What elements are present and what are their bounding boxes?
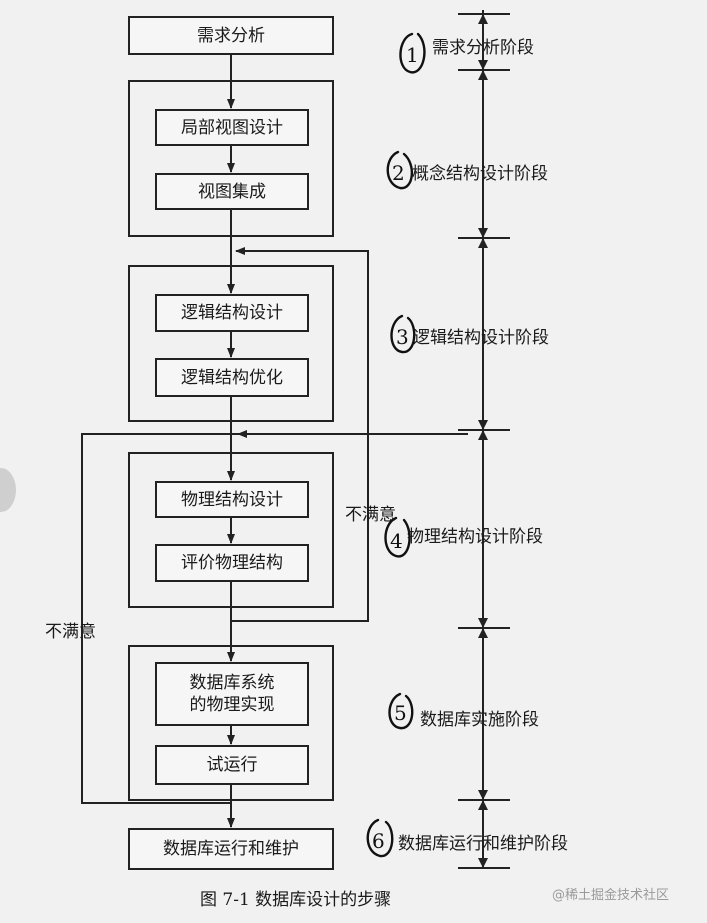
axis-arrowhead (478, 238, 488, 248)
local-view-design-box: 局部视图设计 (155, 109, 309, 146)
physical-phase-frame (128, 452, 334, 608)
handwritten-circle-3: 3 (390, 314, 416, 354)
physical-design-label: 物理结构设计 (181, 489, 283, 510)
logical-optimize-label: 逻辑结构优化 (181, 367, 283, 388)
implementation-phase-frame (128, 645, 334, 801)
stage-label-conceptual: 概念结构设计阶段 (412, 164, 548, 184)
axis-arrowhead (478, 420, 488, 430)
operation-maintenance-label: 数据库运行和维护 (163, 839, 299, 859)
axis-arrowhead (478, 800, 488, 810)
axis-arrowhead (478, 618, 488, 628)
feedback-label-outer: 不满意 (45, 622, 96, 642)
feedback-label-inner: 不满意 (345, 505, 396, 525)
stage-label-requirements: 需求分析阶段 (432, 38, 534, 58)
axis-arrowhead (478, 790, 488, 800)
trial-run-label: 试运行 (206, 755, 258, 775)
axis-arrowhead (478, 628, 488, 638)
local-view-design-label: 局部视图设计 (181, 117, 283, 138)
logical-optimize-box: 逻辑结构优化 (155, 358, 309, 397)
view-integration-label: 视图集成 (198, 181, 266, 202)
requirements-analysis-label: 需求分析 (197, 25, 265, 46)
stage-label-implementation: 数据库实施阶段 (420, 710, 539, 730)
handwritten-circle-2: 2 (386, 150, 413, 190)
logical-design-box: 逻辑结构设计 (155, 294, 309, 332)
axis-arrowhead (478, 228, 488, 238)
axis-arrowhead (478, 14, 488, 24)
handwritten-mark-1: 1 (406, 43, 419, 67)
figure-caption: 图 7-1 数据库设计的步骤 (200, 890, 392, 910)
axis-arrowhead (478, 430, 488, 440)
handwritten-circle-5: 5 (388, 692, 414, 730)
handwritten-mark-4: 4 (390, 529, 403, 553)
implementation-label-line2: 的物理实现 (189, 695, 275, 715)
implementation-box: 数据库系统 的物理实现 (155, 662, 309, 726)
logical-phase-frame (128, 265, 334, 422)
physical-eval-box: 评价物理结构 (155, 544, 309, 582)
handwritten-mark-2: 2 (392, 161, 405, 185)
handwritten-circle-4: 4 (384, 516, 411, 558)
operation-maintenance-box: 数据库运行和维护 (128, 828, 334, 870)
handwritten-mark-5: 5 (394, 701, 407, 725)
view-integration-box: 视图集成 (155, 173, 309, 210)
trial-run-box: 试运行 (155, 745, 309, 785)
source-watermark: @稀土掘金技术社区 (552, 888, 670, 903)
requirements-analysis-box: 需求分析 (128, 16, 334, 55)
handwritten-circle-6: 6 (366, 818, 394, 858)
concept-phase-frame (128, 80, 334, 237)
stage-label-logical: 逻辑结构设计阶段 (413, 328, 549, 348)
physical-eval-label: 评价物理结构 (181, 553, 283, 573)
page-edge-shadow (0, 468, 16, 512)
axis-arrowhead (478, 60, 488, 70)
handwritten-mark-3: 3 (396, 325, 409, 349)
stage-label-operation: 数据库运行和维护阶段 (398, 834, 568, 854)
feedback-loop-inner (231, 247, 369, 622)
axis-arrowhead (478, 70, 488, 80)
physical-design-box: 物理结构设计 (155, 481, 309, 518)
implementation-label-line1: 数据库系统 (189, 673, 275, 693)
handwritten-mark-6: 6 (372, 829, 385, 853)
axis-arrowhead (478, 858, 488, 868)
logical-design-label: 逻辑结构设计 (181, 303, 283, 323)
handwritten-circle-1: 1 (399, 32, 426, 74)
stage-label-physical: 物理结构设计阶段 (407, 527, 543, 547)
